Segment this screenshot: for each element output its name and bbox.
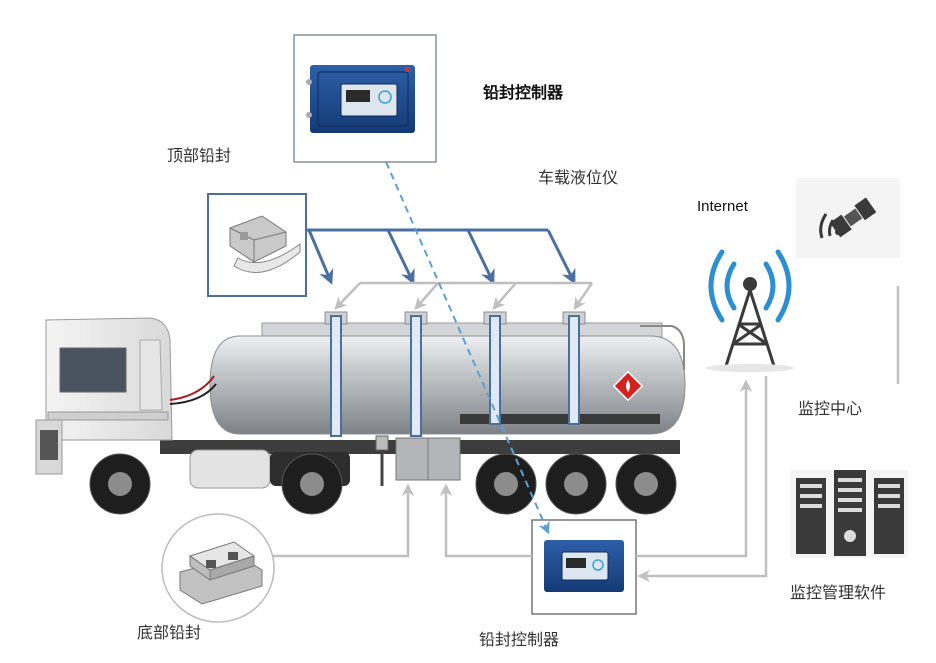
controller-bottom-box: [531, 519, 637, 615]
management-software-label: 监控管理软件: [790, 583, 887, 602]
top-seal-box: [207, 193, 307, 297]
bottom-seal-label: 底部铅封: [137, 623, 202, 642]
bottom-seal-icon: [179, 541, 263, 605]
controller-dashed-link: [385, 161, 550, 535]
gauge-connectors: [334, 281, 594, 311]
top-seal-connectors: [306, 228, 576, 285]
hazard-placard-icon: [612, 370, 644, 402]
level-gauge-label: 车载液位仪: [538, 168, 619, 187]
level-probes: [330, 315, 580, 437]
controller-top-label: 铅封控制器: [483, 83, 564, 102]
monitor-center-label: 监控中心: [798, 399, 863, 418]
top-seal-label: 顶部铅封: [167, 146, 232, 165]
controller-top-box: [293, 34, 437, 163]
internet-label: Internet: [697, 198, 748, 215]
server-icon: [790, 470, 908, 558]
bottom-connectors: [272, 286, 900, 583]
bottom-seal-device: [161, 513, 275, 623]
satellite-icon: [796, 178, 900, 258]
controller-bottom-label: 铅封控制器: [479, 630, 560, 649]
top-seal-icon: [229, 215, 301, 273]
controller-icon: [306, 65, 415, 133]
controller-icon: [544, 540, 624, 592]
cell-tower-icon: [706, 249, 794, 372]
tanker-truck-icon: [35, 311, 686, 515]
